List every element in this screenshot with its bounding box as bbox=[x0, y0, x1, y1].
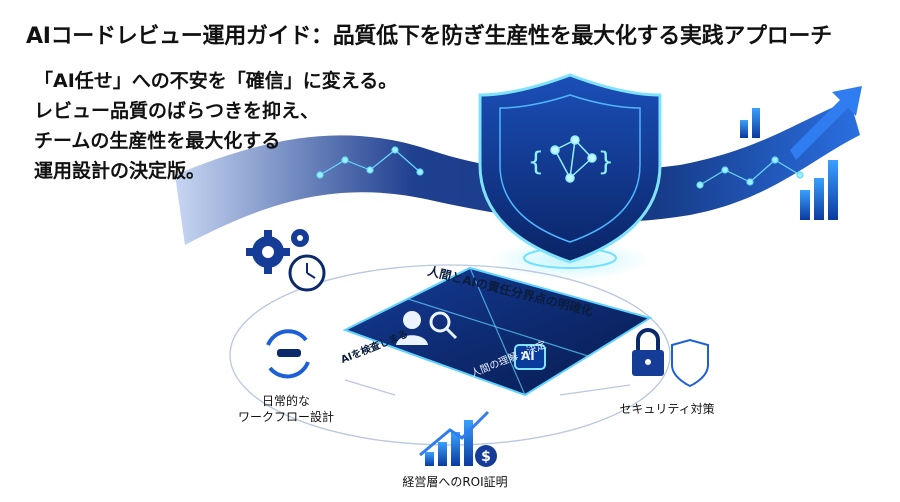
bar-chart-icon bbox=[425, 420, 473, 466]
magnifier-icon bbox=[429, 311, 458, 340]
growth-bars-icon bbox=[740, 108, 838, 220]
cycle-arrows-icon bbox=[266, 329, 310, 379]
ribbon-network bbox=[316, 146, 804, 189]
subtitle-line: 運用設計の決定版。 bbox=[34, 160, 206, 182]
responsibility-panel bbox=[342, 266, 653, 397]
lock-icon bbox=[632, 328, 709, 388]
dollar-icon: $ bbox=[475, 445, 497, 467]
subtitle-line: 「AI任せ」への不安を「確信」に変える。 bbox=[34, 70, 398, 92]
roi-label: 経営層へのROI証明 bbox=[402, 475, 508, 489]
person-icon bbox=[396, 311, 428, 345]
svg-text:}: } bbox=[598, 147, 614, 177]
workflow-label-line: ワークフロー設計 bbox=[237, 410, 334, 424]
shield-icon bbox=[478, 73, 662, 264]
subtitle-line: レビュー品質のばらつきを抑え、 bbox=[34, 100, 320, 122]
workflow-label-line: 日常的な bbox=[261, 394, 310, 408]
shield-network bbox=[550, 135, 597, 183]
gear-icon bbox=[246, 229, 309, 274]
ai-chip-label: AI bbox=[521, 349, 535, 363]
subtitle-line: チームの生産性を最大化する bbox=[34, 130, 281, 152]
page-title: AIコードレビュー運用ガイド：品質低下を防ぎ生産性を最大化する実践アプローチ bbox=[26, 24, 832, 49]
security-label: セキュリティ対策 bbox=[619, 402, 715, 416]
svg-text:$: $ bbox=[481, 449, 491, 465]
svg-text:{: { bbox=[528, 147, 544, 177]
ai-chip-icon bbox=[514, 344, 546, 370]
workflow-label: 日常的な ワークフロー設計 bbox=[236, 393, 336, 425]
growth-arrow-icon bbox=[790, 86, 862, 160]
clock-icon bbox=[288, 254, 326, 292]
